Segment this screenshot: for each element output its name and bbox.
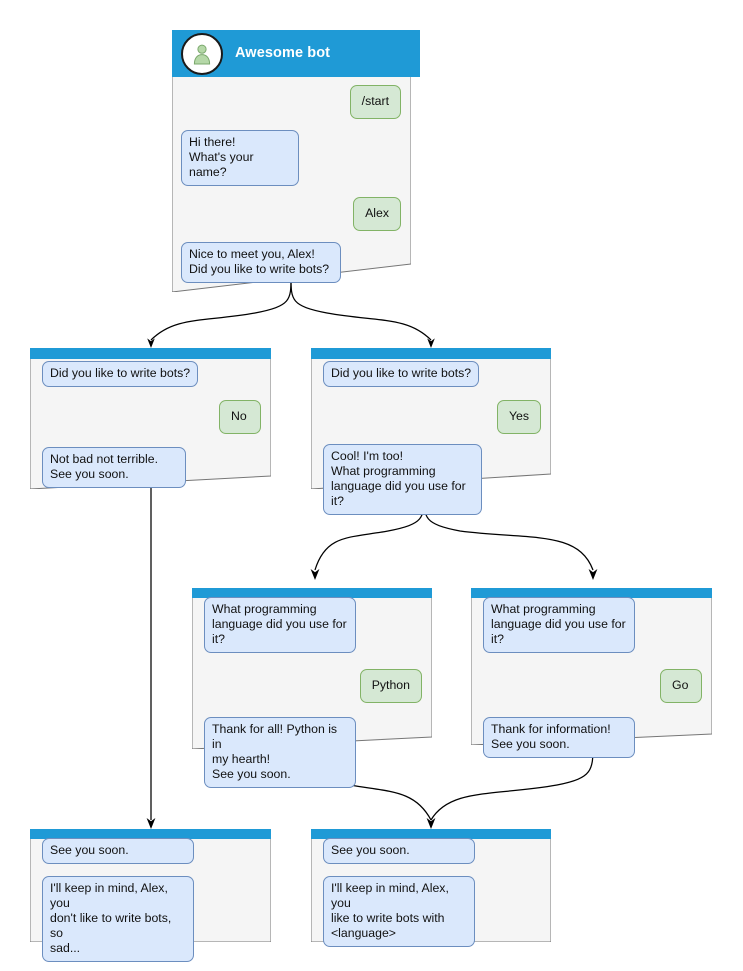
message-row: See you soon. [42, 838, 261, 864]
message-list: Did you like to write bots? Yes Cool! I'… [323, 361, 541, 515]
message-list: See you soon. I'll keep in mind, Alex, y… [323, 838, 541, 947]
node-answer-no[interactable]: Did you like to write bots? No Not bad n… [30, 348, 271, 489]
chat-header [471, 588, 712, 598]
bot-message-bubble: Nice to meet you, Alex! Did you like to … [181, 242, 341, 283]
message-row: What programming language did you use fo… [483, 597, 702, 653]
message-row: What programming language did you use fo… [204, 597, 422, 653]
edge-no-to-end-sad [146, 487, 156, 829]
node-end-happy[interactable]: See you soon. I'll keep in mind, Alex, y… [311, 829, 551, 947]
message-row: Nice to meet you, Alex! Did you like to … [181, 242, 401, 283]
node-end-sad[interactable]: See you soon. I'll keep in mind, Alex, y… [30, 829, 271, 962]
bot-message-bubble: I'll keep in mind, Alex, you don't like … [42, 876, 194, 962]
bot-message-bubble: Did you like to write bots? [323, 361, 480, 387]
user-message-bubble: No [219, 400, 261, 434]
user-message-bubble: Python [359, 669, 422, 703]
node-answer-yes[interactable]: Did you like to write bots? Yes Cool! I'… [311, 348, 551, 515]
chat-header: Awesome bot [172, 30, 420, 77]
node-awesome-bot-start[interactable]: Awesome bot /start Hi there! What's your… [172, 30, 420, 292]
node-language-python[interactable]: What programming language did you use fo… [192, 588, 432, 788]
chat-header [30, 348, 271, 359]
bot-message-bubble: Thank for information! See you soon. [483, 717, 635, 758]
bot-message-bubble: What programming language did you use fo… [204, 597, 356, 653]
message-row: Python [204, 669, 431, 703]
message-row: I'll keep in mind, Alex, you like to wri… [323, 876, 541, 947]
user-message-bubble: Alex [353, 197, 401, 231]
message-row: Thank for all! Python is in my hearth! S… [204, 717, 422, 788]
message-row: Did you like to write bots? [42, 361, 261, 387]
bot-message-bubble: See you soon. [42, 838, 194, 864]
bot-message-bubble: Did you like to write bots? [42, 361, 199, 387]
message-row: See you soon. [323, 838, 541, 864]
bot-message-bubble: Thank for all! Python is in my hearth! S… [204, 717, 356, 788]
bot-message-bubble: I'll keep in mind, Alex, you like to wri… [323, 876, 475, 947]
bot-message-bubble: What programming language did you use fo… [483, 597, 635, 653]
message-list: What programming language did you use fo… [483, 597, 702, 758]
message-list: Did you like to write bots? No Not bad n… [42, 361, 261, 488]
message-row: Go [483, 669, 711, 703]
bot-message-bubble: Cool! I'm too! What programming language… [323, 444, 482, 515]
chat-title: Awesome bot [235, 45, 331, 62]
message-row: I'll keep in mind, Alex, you don't like … [42, 876, 261, 962]
message-list: See you soon. I'll keep in mind, Alex, y… [42, 838, 261, 962]
message-list: /start Hi there! What's your name? Alex … [181, 85, 401, 283]
chat-header [192, 588, 432, 598]
message-row: Thank for information! See you soon. [483, 717, 702, 758]
message-list: What programming language did you use fo… [204, 597, 422, 788]
message-row: Did you like to write bots? [323, 361, 541, 387]
message-row: Yes [323, 400, 550, 434]
node-language-go[interactable]: What programming language did you use fo… [471, 588, 712, 758]
user-message-bubble: Yes [496, 400, 541, 434]
message-row: Cool! I'm too! What programming language… [323, 444, 541, 515]
message-row: Alex [181, 197, 401, 231]
chat-header [30, 829, 271, 839]
message-row: Not bad not terrible. See you soon. [42, 447, 261, 488]
user-message-bubble: /start [349, 85, 401, 119]
bot-message-bubble: Hi there! What's your name? [181, 130, 299, 186]
message-row: No [42, 400, 270, 434]
bot-message-bubble: See you soon. [323, 838, 475, 864]
message-row: /start [181, 85, 401, 119]
chat-header [311, 829, 551, 839]
chat-header [311, 348, 551, 359]
user-message-bubble: Go [660, 669, 702, 703]
message-row: Hi there! What's your name? [181, 130, 401, 186]
person-avatar-icon [181, 32, 223, 75]
bot-message-bubble: Not bad not terrible. See you soon. [42, 447, 186, 488]
